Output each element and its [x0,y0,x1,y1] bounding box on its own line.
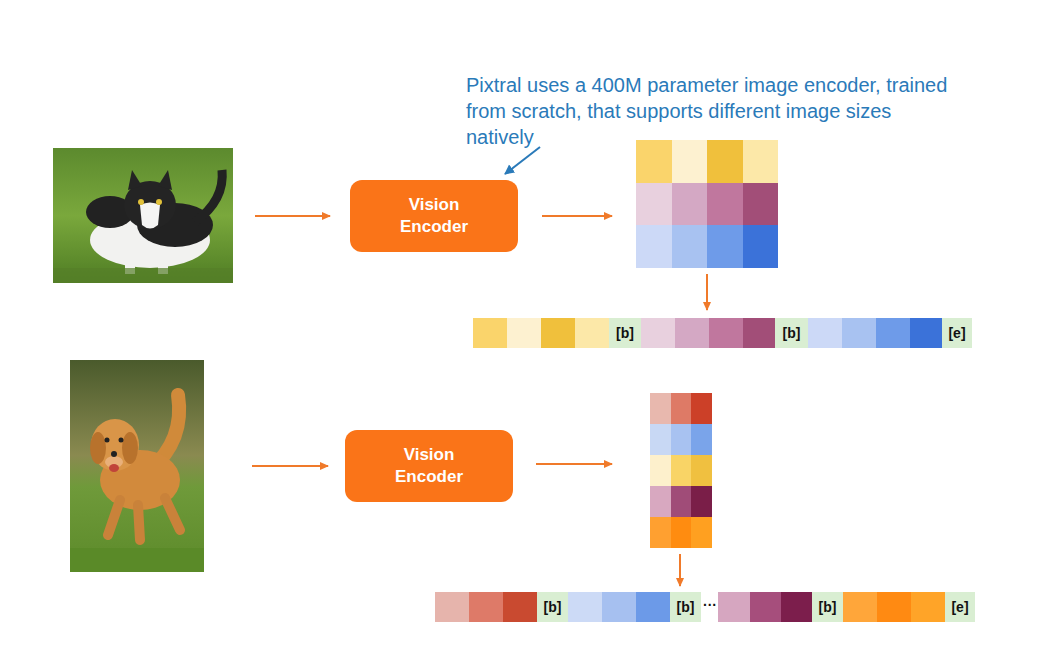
token-label: [b] [616,325,634,341]
token-label: [e] [951,599,968,615]
token-label: [e] [948,325,965,341]
token-label: [b] [544,599,562,615]
token-marker: [b] [812,592,843,622]
flow-arrow [679,554,681,586]
token-label: [b] [783,325,801,341]
token-marker: [b] [537,592,568,622]
token-marker: [e] [945,592,975,622]
token-marker: [b] [775,318,808,348]
token-row [473,318,942,348]
token-marker: [b] [670,592,701,622]
token-row [435,592,945,622]
flow-arrow [252,465,328,467]
patch-grid [636,140,778,268]
token-label: [b] [819,599,837,615]
encoder-label: Vision Encoder [384,444,474,488]
flow-arrow [255,215,330,217]
token-marker: [e] [942,318,972,348]
encoder-box: Vision Encoder [350,180,518,252]
dog-photo [70,360,204,572]
flow-arrow [536,463,612,465]
callout-leader [505,147,540,174]
flow-arrow [706,274,708,310]
encoder-box: Vision Encoder [345,430,513,502]
token-marker: [b] [609,318,641,348]
callout-note: Pixtral uses a 400M parameter image enco… [466,72,956,150]
flow-arrow [542,215,612,217]
token-label: [b] [677,599,695,615]
patch-grid [650,393,712,548]
ellipsis-mark: ··· [703,597,717,613]
cat-photo [53,148,233,283]
encoder-label: Vision Encoder [389,194,479,238]
